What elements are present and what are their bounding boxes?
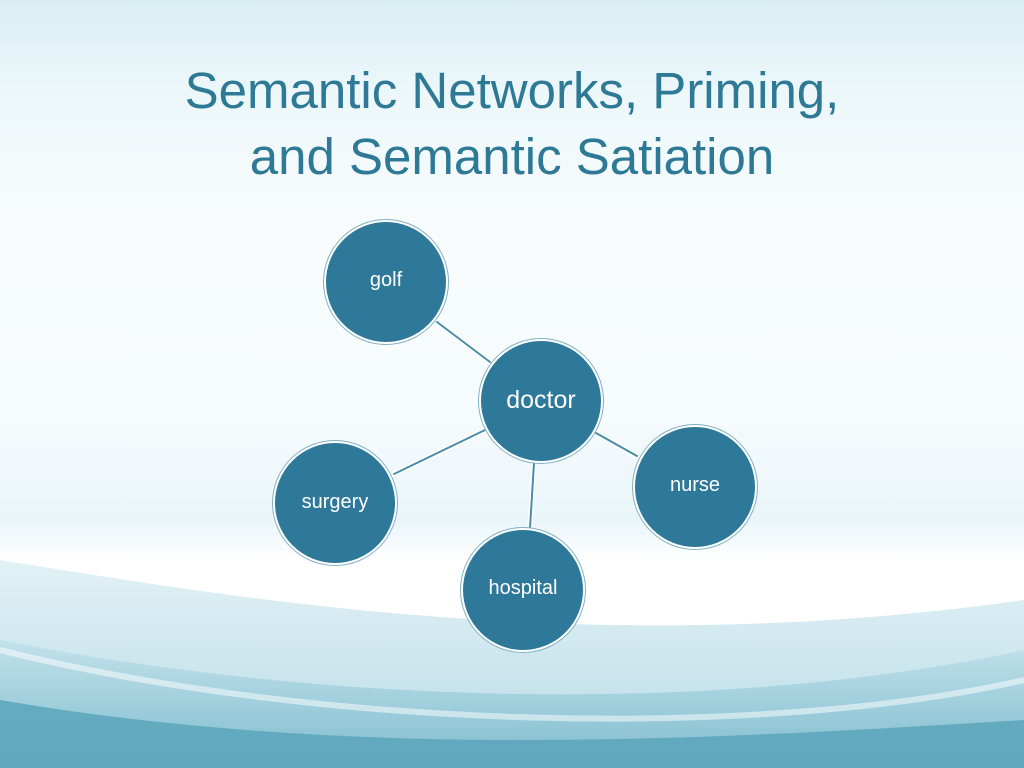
link-doctor-hospital [529, 462, 535, 529]
node-surgery: surgery [273, 441, 397, 565]
node-doctor-label: doctor [506, 385, 576, 414]
node-nurse: nurse [633, 425, 757, 549]
node-doctor: doctor [479, 339, 603, 463]
wave-highlight [0, 647, 1024, 722]
node-golf: golf [324, 220, 448, 344]
link-doctor-surgery [393, 429, 486, 475]
link-doctor-golf [436, 321, 491, 363]
node-surgery-label: surgery [301, 490, 369, 513]
node-golf-label: golf [369, 268, 403, 291]
slide-title: Semantic Networks, Priming, and Semantic… [62, 58, 962, 190]
link-doctor-nurse [595, 432, 638, 457]
slide-title-line-1: Semantic Networks, Priming, [184, 62, 840, 119]
slide-title-line-2: and Semantic Satiation [249, 128, 775, 185]
wave-front [0, 700, 1024, 768]
node-nurse-label: nurse [669, 473, 721, 496]
node-hospital: hospital [461, 528, 585, 652]
node-hospital-label: hospital [488, 576, 558, 599]
